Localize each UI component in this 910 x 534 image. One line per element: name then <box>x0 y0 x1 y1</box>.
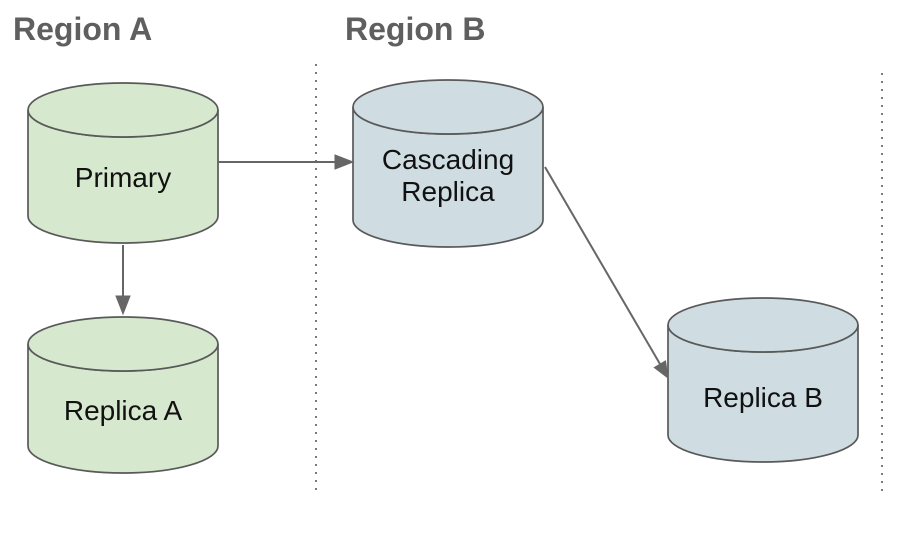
region-b-heading: Region B <box>345 11 485 47</box>
connector-line <box>544 166 661 365</box>
node-primary: Primary <box>27 82 219 244</box>
edge-cascading-replica-to-replica-b <box>544 166 669 380</box>
node-label-cascading-line1: Cascading <box>382 144 514 175</box>
region-a-heading: Region A <box>13 11 152 47</box>
node-replica-a: Replica A <box>27 316 219 474</box>
database-cylinder-top <box>352 79 544 135</box>
node-label-replica-b: Replica B <box>703 382 823 413</box>
edge-primary-to-replica-a <box>115 245 131 316</box>
edge-primary-to-cascading-replica <box>218 154 355 170</box>
node-label-replica-a: Replica A <box>64 395 183 426</box>
database-cylinder-top <box>667 297 859 353</box>
database-cylinder-top <box>27 316 219 372</box>
arrowhead-icon <box>115 295 131 316</box>
node-cascading-replica: Cascading Replica <box>352 79 544 248</box>
arrowhead-icon <box>653 360 669 380</box>
node-label-cascading-line2: Replica <box>401 176 495 207</box>
node-label-primary: Primary <box>75 162 171 193</box>
database-cylinder-top <box>27 82 219 138</box>
arrowhead-icon <box>334 154 355 170</box>
node-replica-b: Replica B <box>667 297 859 463</box>
